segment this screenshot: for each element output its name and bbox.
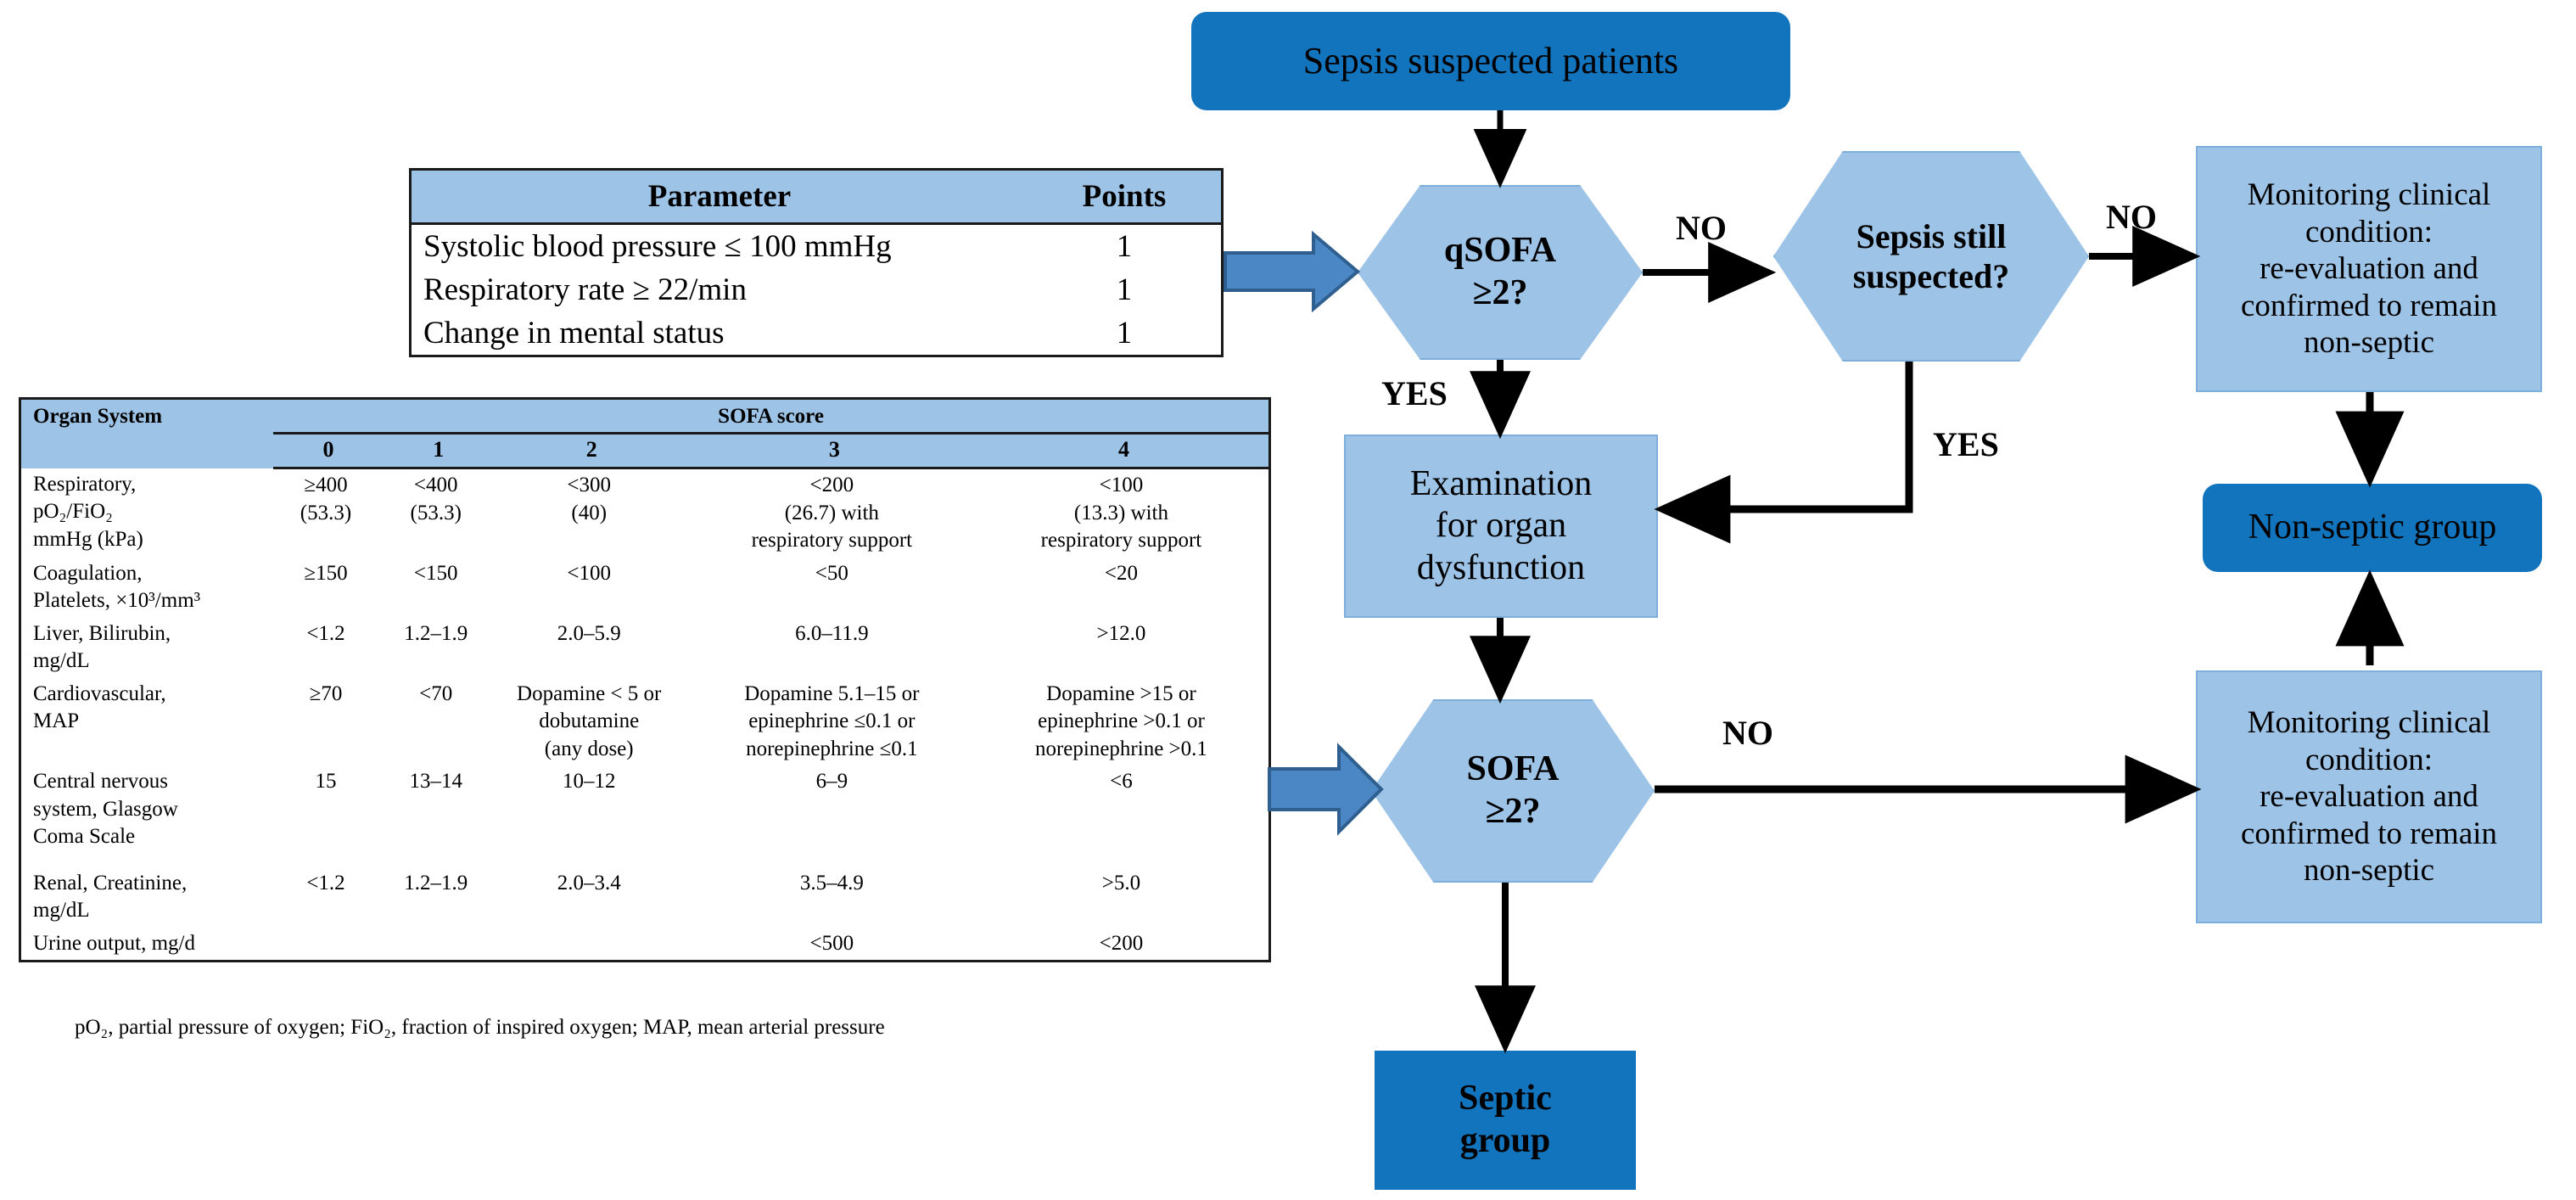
sofa-value-score-3: <500 xyxy=(809,931,854,955)
sofa-table: Organ System SOFA score 0 1 2 3 4 Respir… xyxy=(19,397,1271,962)
sofa-value-score-2: Dopamine < 5 or dobutamine (any dose) xyxy=(517,681,662,760)
node-monitoring-top[interactable]: Monitoring clinical condition: re-evalua… xyxy=(2196,146,2542,392)
sofa-value-score-4: <200 xyxy=(1099,931,1144,955)
qsofa-parameter: Respiratory rate ≥ 22/min xyxy=(423,272,747,307)
edge-label-still-suspected-yes: YES xyxy=(1933,425,1999,463)
sofa-value-score-0: 15 xyxy=(315,770,337,793)
sofa-col-blank xyxy=(21,433,274,468)
table-row: Change in mental status 1 xyxy=(411,311,1223,356)
table-row: Cardiovascular, MAP ≥70 <70 Dopamine < 5 or… xyxy=(21,678,1268,766)
sofa-header-row: Organ System SOFA score xyxy=(21,400,1268,435)
sofa-value-score-1: <150 xyxy=(413,561,458,585)
sofa-value-score-2: <100 xyxy=(567,561,611,585)
sofa-header-score: SOFA score xyxy=(273,400,1268,435)
sofa-value-score-4: Dopamine >15 or epinephrine >0.1 or nore… xyxy=(1034,681,1207,760)
sofa-value-score-4: <6 xyxy=(1110,770,1133,793)
sofa-organ-label: Respiratory, pO₂/FiO₂ mmHg (kPa) xyxy=(33,472,143,551)
sofa-organ-label: Coagulation, Platelets, ×10³/mm³ xyxy=(33,561,201,613)
sofa-value-score-3: 6–9 xyxy=(815,770,848,793)
node-sofa-decision[interactable]: SOFA ≥2? xyxy=(1371,699,1655,883)
table-row: Urine output, mg/d <500 <200 xyxy=(21,928,1268,961)
sofa-organ-label: Cardiovascular, MAP xyxy=(33,681,166,733)
block-arrow-sofa-table xyxy=(1268,743,1384,836)
sofa-value-score-1: <400 (53.3) xyxy=(410,474,462,524)
qsofa-points: 1 xyxy=(1116,272,1133,307)
sofa-col-2: 2 xyxy=(493,433,690,469)
sofa-organ-label: Liver, Bilirubin, mg/dL xyxy=(33,621,171,673)
sofa-value-score-1: 13–14 xyxy=(409,770,462,793)
sofa-value-score-3: <200 (26.7) with respiratory support xyxy=(751,474,913,552)
sofa-score-columns: 0 1 2 3 4 xyxy=(21,433,1268,469)
node-qsofa-decision[interactable]: qSOFA ≥2? xyxy=(1358,185,1643,360)
sofa-value-score-4: <100 (13.3) with respiratory support xyxy=(1040,474,1202,552)
sofa-value-score-3: <50 xyxy=(815,561,848,585)
row-spacer xyxy=(21,854,1268,867)
sofa-header-organ: Organ System xyxy=(21,400,274,434)
sofa-value-score-0 xyxy=(273,928,384,961)
qsofa-header-points: Points xyxy=(1028,169,1223,225)
edge-label-qsofa-yes: YES xyxy=(1381,374,1448,412)
sofa-value-score-0: ≥70 xyxy=(309,681,343,705)
qsofa-header-parameter: Parameter xyxy=(410,169,1028,225)
block-arrow-qsofa-table xyxy=(1224,230,1361,313)
sofa-col-3: 3 xyxy=(689,433,979,469)
node-sepsis-suspected-patients[interactable]: Sepsis suspected patients xyxy=(1191,12,1790,110)
sofa-value-score-2: 2.0–5.9 xyxy=(557,621,621,645)
node-septic-group[interactable]: Septic group xyxy=(1375,1051,1636,1190)
sofa-value-score-3: 3.5–4.9 xyxy=(799,871,864,894)
table-row: Respiratory, pO₂/FiO₂ mmHg (kPa) ≥400 (53… xyxy=(21,468,1268,558)
sofa-value-score-2: 10–12 xyxy=(562,770,616,793)
node-non-septic-group[interactable]: Non-septic group xyxy=(2203,484,2542,572)
table-row: Systolic blood pressure ≤ 100 mmHg 1 xyxy=(411,224,1223,269)
table-row: Respiratory rate ≥ 22/min 1 xyxy=(411,268,1223,311)
qsofa-table: Parameter Points Systolic blood pressure… xyxy=(409,168,1224,357)
table-row: Coagulation, Platelets, ×10³/mm³ ≥150 <150… xyxy=(21,558,1268,618)
sofa-value-score-2: 2.0–3.4 xyxy=(557,871,621,894)
sofa-col-4: 4 xyxy=(978,433,1268,469)
sofa-value-score-0: ≥400 (53.3) xyxy=(300,474,352,524)
qsofa-points: 1 xyxy=(1116,229,1133,264)
sofa-value-score-4: <20 xyxy=(1104,561,1138,585)
sofa-footnote: pO₂, partial pressure of oxygen; FiO₂, f… xyxy=(75,1016,885,1039)
sofa-value-score-2 xyxy=(494,928,690,961)
sofa-value-score-1: 1.2–1.9 xyxy=(404,871,468,894)
node-examination-organ-dysfunction[interactable]: Examination for organ dysfunction xyxy=(1344,435,1658,618)
sofa-value-score-0: <1.2 xyxy=(306,621,345,645)
qsofa-parameter: Systolic blood pressure ≤ 100 mmHg xyxy=(423,229,892,264)
sofa-value-score-0: <1.2 xyxy=(306,871,345,894)
sofa-value-score-4: >12.0 xyxy=(1096,621,1146,645)
sofa-value-score-3: Dopamine 5.1–15 or epinephrine ≤0.1 or n… xyxy=(744,681,920,760)
connector-still-suspected-yes xyxy=(1654,362,1913,544)
sofa-value-score-1: 1.2–1.9 xyxy=(404,621,468,645)
sofa-value-score-2: <300 (40) xyxy=(567,474,611,524)
sofa-value-score-4: >5.0 xyxy=(1101,871,1141,894)
node-sepsis-still-suspected[interactable]: Sepsis still suspected? xyxy=(1773,151,2089,362)
edge-label-qsofa-no: NO xyxy=(1676,209,1727,247)
node-monitoring-bottom[interactable]: Monitoring clinical condition: re-evalua… xyxy=(2196,670,2542,923)
qsofa-parameter: Change in mental status xyxy=(423,316,725,350)
sofa-value-score-1: <70 xyxy=(419,681,453,705)
sofa-organ-label: Central nervous system, Glasgow Coma Sca… xyxy=(33,770,178,848)
sofa-col-0: 0 xyxy=(273,433,384,469)
sofa-value-score-0: ≥150 xyxy=(304,561,348,585)
sofa-organ-label: Urine output, mg/d xyxy=(33,931,195,955)
sofa-col-1: 1 xyxy=(383,433,494,469)
table-row: Central nervous system, Glasgow Coma Sca… xyxy=(21,765,1268,854)
qsofa-points: 1 xyxy=(1116,316,1133,350)
sofa-value-score-3: 6.0–11.9 xyxy=(795,621,869,645)
edge-label-still-suspected-no: NO xyxy=(2106,198,2157,236)
table-row: Liver, Bilirubin, mg/dL <1.2 1.2–1.9 2.0–5.… xyxy=(21,618,1268,678)
edge-label-sofa-no: NO xyxy=(1722,714,1773,752)
table-row: Renal, Creatinine, mg/dL <1.2 1.2–1.9 2.0–3… xyxy=(21,867,1268,928)
sofa-organ-label: Renal, Creatinine, mg/dL xyxy=(33,871,188,922)
sofa-value-score-1 xyxy=(384,928,494,961)
